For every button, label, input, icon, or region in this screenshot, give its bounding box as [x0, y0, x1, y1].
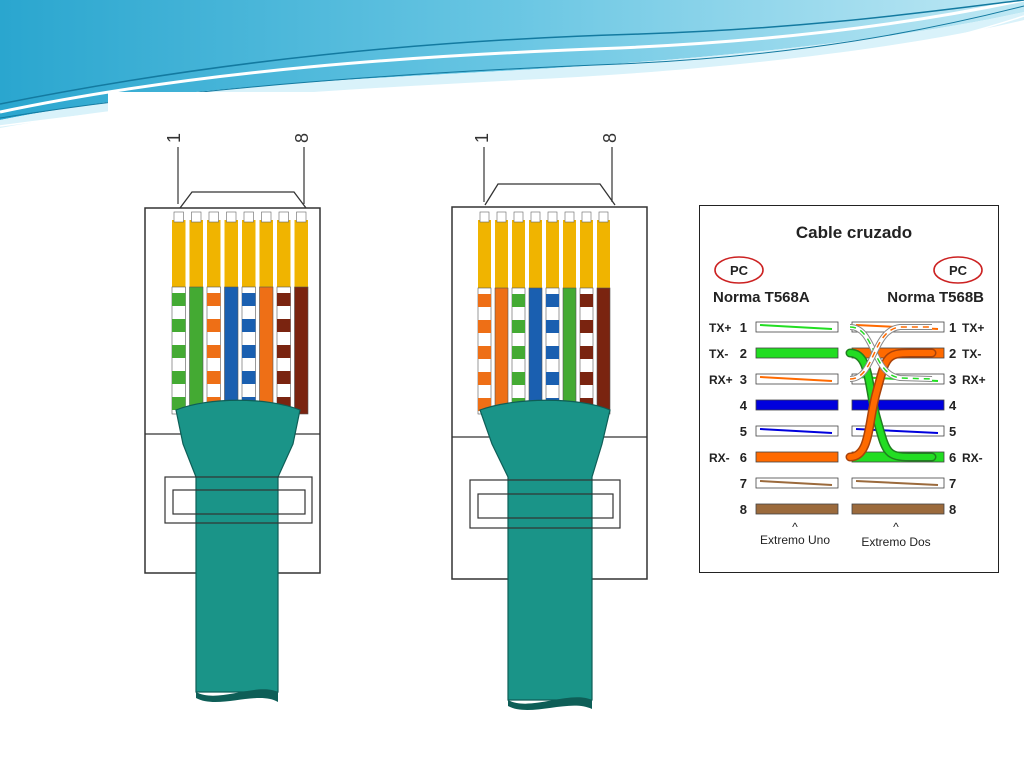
rj45-plug-t568a: 1 8 [108, 92, 353, 732]
left-pin-number: 8 [740, 502, 747, 517]
latch-window [469, 479, 621, 529]
right-wire-blue [851, 399, 945, 411]
right-pin-number: 3 [949, 372, 956, 387]
cable-jacket [175, 399, 301, 702]
pin-row-1: TX+ 1 1 TX+ [709, 320, 984, 335]
end-right-label: Extremo Dos [861, 535, 930, 549]
end-left-label: Extremo Uno [760, 533, 830, 547]
wire-orange-white [206, 211, 221, 415]
cable-jacket [479, 399, 611, 710]
wire-brown-white [579, 211, 594, 415]
pc-right-label: PC [949, 263, 968, 278]
left-wire-blue [755, 399, 839, 411]
crossover-diagram-svg: Cable cruzado PC PC Norma T568A Norma T5… [709, 223, 986, 549]
right-signal-label: TX+ [962, 321, 984, 335]
end-marker-left: ^ [792, 520, 798, 534]
right-standard-label: Norma T568B [887, 289, 984, 306]
left-standard-label: Norma T568A [713, 289, 810, 306]
diagram-title: Cable cruzado [796, 223, 912, 242]
rj45-plug-t568b: 1 8 [440, 92, 678, 732]
pc-left-circle [714, 256, 764, 284]
wire-brown [596, 211, 611, 415]
pin-row-3: RX+ 3 3 RX+ [709, 372, 986, 387]
left-pin-number: 1 [740, 320, 747, 335]
left-signal-label: TX- [709, 347, 728, 361]
left-pin-number: 3 [740, 372, 747, 387]
right-wire-brown [851, 503, 945, 515]
pc-left-label: PC [730, 263, 749, 278]
left-wire-brown [755, 503, 839, 515]
wire-set-t568b [477, 211, 611, 415]
right-pin-number: 4 [949, 398, 957, 413]
pin-last-label: 8 [292, 133, 312, 143]
pin-first-label: 1 [472, 133, 492, 143]
crossover-wires [845, 324, 937, 462]
wire-blue [224, 211, 239, 415]
right-pin-number: 7 [949, 476, 956, 491]
right-signal-label: RX+ [962, 373, 986, 387]
left-pin-number: 7 [740, 476, 747, 491]
wire-orange [494, 211, 509, 415]
left-pin-number: 4 [740, 398, 748, 413]
right-pin-number: 8 [949, 502, 956, 517]
wire-set-t568a [171, 211, 309, 415]
latch-window [164, 476, 313, 524]
left-pin-number: 6 [740, 450, 747, 465]
crossover-cable-diagram: Cable cruzado PC PC Norma T568A Norma T5… [699, 205, 999, 573]
left-signal-label: TX+ [709, 321, 731, 335]
plug-b-illustration: 1 8 [440, 92, 678, 732]
right-signal-label: TX- [962, 347, 981, 361]
wire-brown [294, 211, 309, 415]
left-pin-number: 2 [740, 346, 747, 361]
right-pin-number: 5 [949, 424, 956, 439]
right-pin-number: 1 [949, 320, 956, 335]
right-pin-number: 6 [949, 450, 956, 465]
right-signal-label: RX- [962, 451, 983, 465]
wire-blue-white [241, 211, 256, 415]
left-signal-label: RX+ [709, 373, 733, 387]
wire-green [189, 211, 204, 415]
wire-green [562, 211, 577, 415]
left-signal-label: RX- [709, 451, 730, 465]
wire-orange-white [477, 211, 492, 415]
wire-blue-white [545, 211, 560, 415]
wire-orange [259, 211, 274, 415]
right-pin-number: 2 [949, 346, 956, 361]
wire-brown-white [276, 211, 291, 415]
end-marker-right: ^ [893, 520, 899, 534]
left-wire-green [755, 347, 839, 359]
wire-green-white [171, 211, 186, 415]
left-pin-number: 5 [740, 424, 747, 439]
pc-right-circle [933, 256, 983, 284]
pin-last-label: 8 [600, 133, 620, 143]
wire-blue [528, 211, 543, 415]
left-wire-orange [755, 451, 839, 463]
pin-row-2: TX- 2 2 TX- [709, 346, 981, 361]
pin-first-label: 1 [164, 133, 184, 143]
plug-a-illustration: 1 8 [108, 92, 353, 732]
wire-green-white [511, 211, 526, 415]
